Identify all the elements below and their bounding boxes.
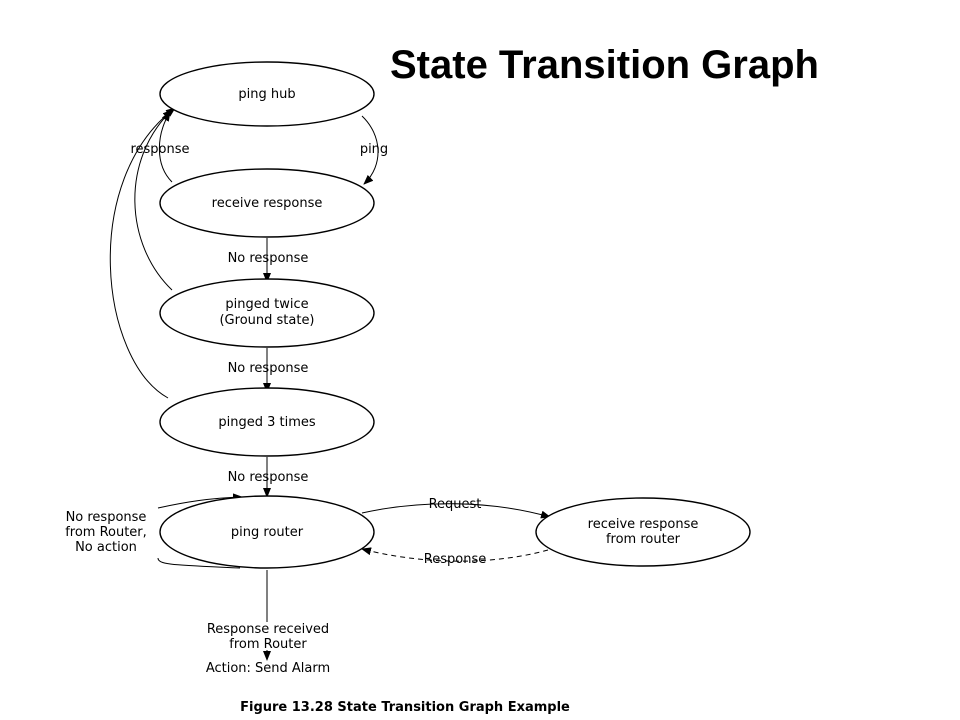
state-receive-response-label: receive response	[212, 196, 323, 211]
edge-label-ping: ping	[360, 142, 388, 157]
edge-label-no-response-3: No response	[228, 470, 309, 485]
edge-label-router-response: Response	[424, 552, 486, 567]
edge-label-response: response	[130, 142, 189, 157]
edge-label-no-router-3: No action	[75, 540, 137, 555]
edge-request	[361, 503, 551, 519]
edge-label-no-response-2: No response	[228, 361, 309, 376]
state-ping-hub-label: ping hub	[238, 87, 295, 102]
edge-twice-to-hub	[134, 109, 173, 291]
edge-router-self-loop	[157, 557, 241, 569]
edge-router-response	[361, 547, 549, 562]
state-ping-router: ping router	[159, 495, 375, 569]
state-pinged-twice: pinged twice (Ground state)	[159, 278, 375, 348]
state-ping-hub: ping hub	[159, 61, 375, 127]
state-ping-router-label: ping router	[231, 525, 304, 540]
edge-label-request: Request	[429, 497, 482, 512]
state-receive-response-from-router: receive response from router	[535, 497, 751, 567]
edge-label-no-router-1: No response	[66, 510, 147, 525]
edge-ping	[361, 115, 379, 185]
state-pinged-3-times: pinged 3 times	[159, 387, 375, 457]
edge-label-no-response-1: No response	[228, 251, 309, 266]
state-receive-response: receive response	[159, 168, 375, 238]
figure-caption: Figure 13.28 State Transition Graph Exam…	[240, 700, 570, 715]
state-receive-router-label: receive response	[588, 517, 699, 532]
edge-label-no-router-2: from Router,	[65, 525, 147, 540]
edge-label-received-3: Action: Send Alarm	[206, 661, 330, 676]
state-pinged-twice-sublabel: (Ground state)	[219, 313, 314, 328]
edge-label-received-1: Response received	[207, 622, 329, 637]
state-pinged-3-times-label: pinged 3 times	[218, 415, 316, 430]
page-title: State Transition Graph	[390, 43, 819, 87]
edge-label-received-2: from Router	[229, 637, 307, 652]
state-receive-router-sublabel: from router	[606, 532, 681, 547]
state-pinged-twice-label: pinged twice	[225, 297, 308, 312]
edge-three-to-hub	[109, 107, 176, 399]
